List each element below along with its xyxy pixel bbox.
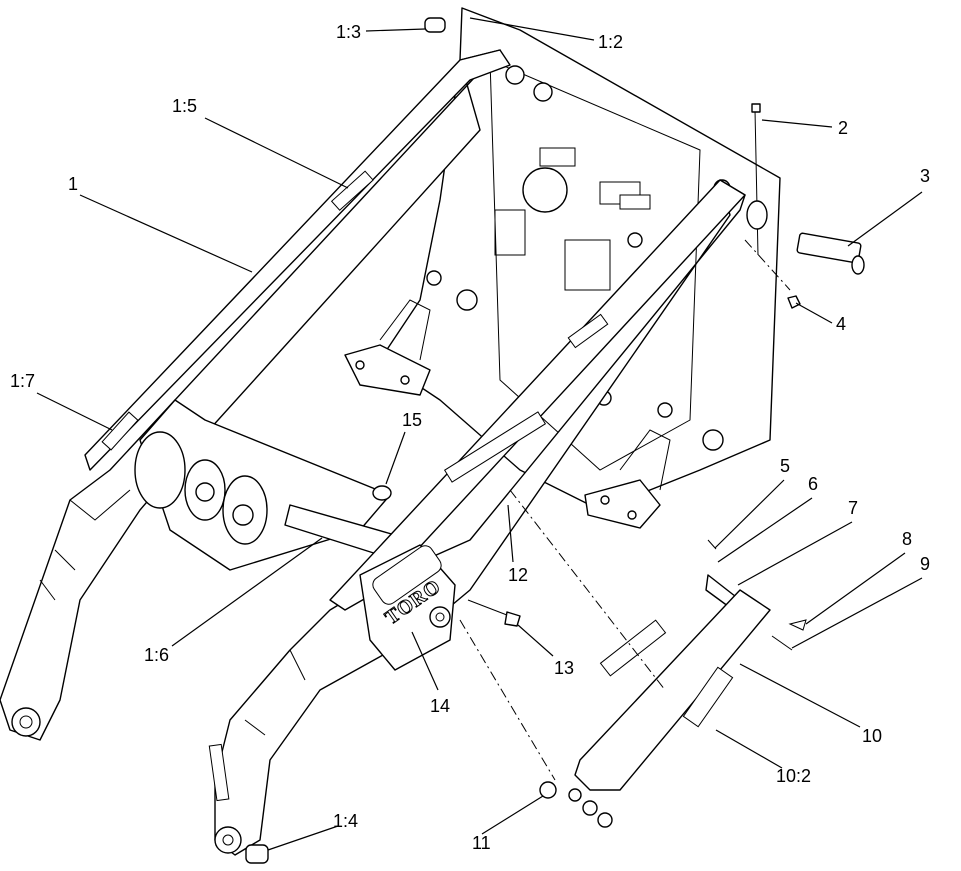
bushing-1-3: [424, 17, 446, 33]
callout-leader-6: [717, 497, 813, 563]
callout-label-1: 1: [68, 174, 78, 194]
right-lift-arm: TORO: [208, 179, 746, 856]
callout-label-9: 9: [920, 554, 930, 574]
callout-label-14: 14: [430, 696, 450, 716]
callout-label-12: 12: [508, 565, 528, 585]
callout-label-1-5: 1:5: [172, 96, 197, 116]
callout-leader-1-3: [365, 28, 426, 32]
callout-label-2: 2: [838, 118, 848, 138]
callout-leader-12: [507, 504, 514, 563]
callout-leader-1-2: [469, 17, 595, 41]
callout-leader-1-6: [171, 537, 323, 647]
callout-label-1-6: 1:6: [144, 645, 169, 665]
callout-label-1-4: 1:4: [333, 811, 358, 831]
callout-leader-7: [737, 521, 853, 586]
callout-label-7: 7: [848, 498, 858, 518]
callout-label-1-2: 1:2: [598, 32, 623, 52]
callout-label-1-7: 1:7: [10, 371, 35, 391]
callout-leader-9: [791, 577, 923, 649]
callout-label-6: 6: [808, 474, 818, 494]
callout-label-15: 15: [402, 410, 422, 430]
callout-leader-14: [411, 631, 439, 691]
callout-label-10: 10: [862, 726, 882, 746]
callout-leader-15: [385, 431, 406, 485]
callout-label-11: 11: [472, 833, 491, 853]
mounting-plate-assembly: [344, 7, 781, 529]
bushing-1-4: [245, 844, 269, 864]
callout-leader-1-5: [204, 117, 349, 189]
callout-label-4: 4: [836, 314, 846, 334]
callout-leader-5: [714, 479, 785, 549]
callout-label-1-3: 1:3: [336, 22, 361, 42]
callout-leader-8: [805, 552, 906, 625]
callout-label-13: 13: [554, 658, 574, 678]
callout-leader-1-4: [267, 825, 339, 851]
callout-leader-10-2: [715, 729, 783, 769]
callout-leader-1-7: [36, 392, 113, 431]
cross-tube: [134, 399, 396, 571]
callout-leader-10: [739, 663, 861, 728]
callout-leader-11: [481, 795, 544, 835]
callout-leader-1: [79, 194, 253, 273]
callout-label-8: 8: [902, 529, 912, 549]
callout-label-3: 3: [920, 166, 930, 186]
callout-leader-4: [795, 302, 833, 324]
callout-label-5: 5: [780, 456, 790, 476]
callout-leader-13: [517, 624, 554, 657]
hardware: [245, 17, 865, 864]
callout-label-10-2: 10:2: [776, 766, 811, 786]
callout-leader-2: [761, 119, 833, 128]
callout-leader-3: [847, 191, 923, 247]
